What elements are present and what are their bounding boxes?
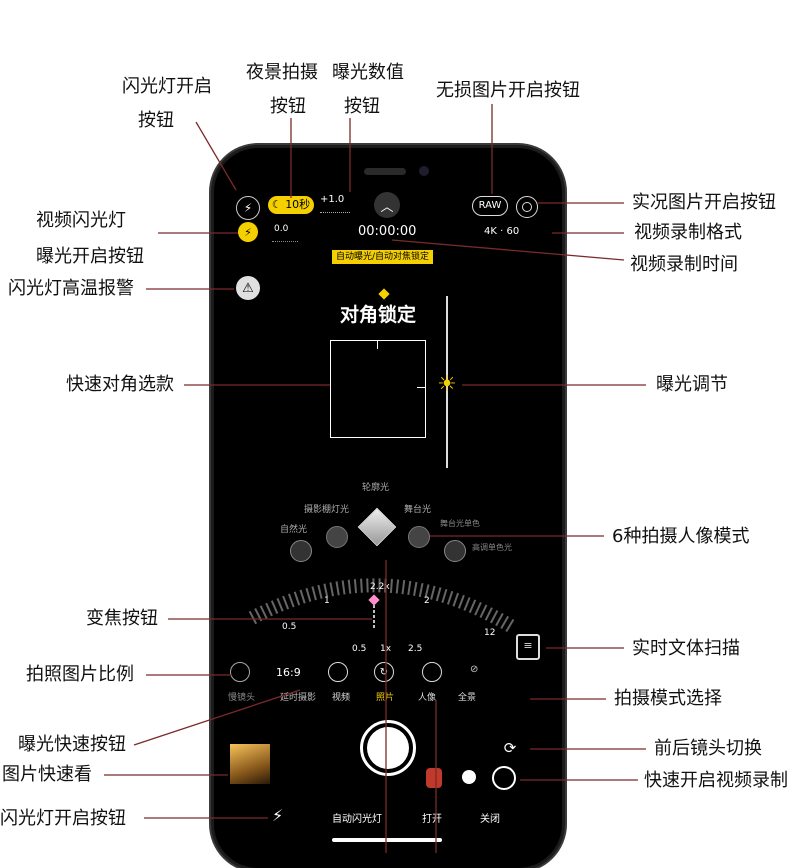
label-exposure-value-2: 按钮 xyxy=(344,96,380,117)
mode-timelapse[interactable]: 延时摄影 xyxy=(280,693,317,703)
label-quick-view: 图片快速看 xyxy=(2,764,92,785)
label-live-photo: 实况图片开启按钮 xyxy=(632,192,776,213)
label-video-format: 视频录制格式 xyxy=(634,222,742,243)
label-mode-select: 拍摄模式选择 xyxy=(614,688,722,709)
label-lens-switch: 前后镜头切换 xyxy=(654,738,762,759)
bottom-flash-icon[interactable]: ⚡ xyxy=(272,806,284,825)
label-night: 夜景拍摄 xyxy=(246,62,318,83)
live-photo-inner xyxy=(522,202,532,212)
label-video-time: 视频录制时间 xyxy=(630,254,738,275)
portrait-mode-icon[interactable] xyxy=(422,662,442,682)
exposure-scale xyxy=(320,208,350,213)
speaker-grille xyxy=(364,168,406,175)
label-flash-heat: 闪光灯高温报警 xyxy=(8,278,134,299)
label-zoom: 变焦按钮 xyxy=(86,608,158,629)
portrait-right-label: 舞台光 xyxy=(404,505,432,515)
aspect-ratio-value[interactable]: 16:9 xyxy=(276,666,301,679)
raw-button[interactable]: RAW xyxy=(472,196,508,216)
front-camera xyxy=(419,166,429,176)
label-night-2: 按钮 xyxy=(270,96,306,117)
portrait-far-right2-label: 高调单色光 xyxy=(472,543,512,552)
photo-thumbnail[interactable] xyxy=(230,744,270,784)
portrait-left-label: 摄影棚灯光 xyxy=(304,505,350,515)
zoom-tick-3: 12 xyxy=(484,628,496,638)
label-flash-open-2: 按钮 xyxy=(138,110,174,131)
night-mode-button[interactable]: ☾ 10秒 xyxy=(268,196,314,214)
chevron-up-icon[interactable]: ︿ xyxy=(374,192,400,218)
quick-video-red-icon[interactable] xyxy=(426,768,442,788)
shutter-inner xyxy=(367,727,409,769)
recording-time: 00:00:00 xyxy=(358,224,417,239)
home-indicator xyxy=(332,838,442,842)
zoom-tick-1: 1 xyxy=(324,596,330,606)
label-quick-exposure: 曝光快速按钮 xyxy=(18,734,126,755)
video-flash-icon[interactable]: ⚡ xyxy=(238,222,258,242)
portrait-far-left-label: 自然光 xyxy=(280,525,308,535)
lens-switch-icon[interactable]: ⟳ xyxy=(503,739,517,757)
exposure-value[interactable]: +1.0 xyxy=(320,194,345,205)
bottom-flash-off[interactable]: 关闭 xyxy=(480,814,500,825)
label-video-flash-2: 曝光开启按钮 xyxy=(36,246,144,267)
portrait-far-right-label: 舞台光单色 xyxy=(440,519,480,528)
zoom-arc xyxy=(248,578,518,634)
portrait-natural-icon[interactable] xyxy=(290,540,312,562)
moon-icon: ☾ xyxy=(271,198,282,211)
video-format[interactable]: 4K · 60 xyxy=(484,226,520,237)
warning-icon[interactable]: ⚠ xyxy=(236,276,260,300)
zoom-tick-2: 2 xyxy=(424,596,430,606)
mode-portrait[interactable]: 人像 xyxy=(418,693,437,703)
label-exposure-value: 曝光数值 xyxy=(332,62,404,83)
mode-panorama[interactable]: 全景 xyxy=(458,693,477,703)
focus-tick-right xyxy=(417,387,425,388)
focus-tick-top xyxy=(377,341,378,349)
label-quick-video: 快速开启视频录制 xyxy=(644,770,788,791)
panorama-icon[interactable]: ⊘ xyxy=(470,664,479,675)
label-flash-open: 闪光灯开启 xyxy=(122,76,212,97)
aspect-ratio-icon[interactable] xyxy=(230,662,250,682)
mode-slowmo[interactable]: 慢镜头 xyxy=(228,693,256,703)
video-mode-icon[interactable] xyxy=(328,662,348,682)
video-exposure-scale xyxy=(272,238,298,242)
ae-af-lock-tag: 自动曝光/自动对焦锁定 xyxy=(332,250,434,264)
label-portrait-modes: 6种拍摄人像模式 xyxy=(612,526,750,547)
focus-box[interactable] xyxy=(330,340,426,438)
label-flash-on-button: 闪光灯开启按钮 xyxy=(0,808,126,829)
portrait-stage-icon[interactable] xyxy=(408,526,430,548)
sun-icon[interactable]: ☀ xyxy=(437,372,457,397)
zoom-tick-0: 0.5 xyxy=(282,622,297,632)
live-photo-icon[interactable] xyxy=(516,196,538,218)
shutter-button[interactable] xyxy=(360,720,416,776)
flash-off-icon[interactable]: ⚡ xyxy=(236,196,260,220)
label-text-scan: 实时文体扫描 xyxy=(632,638,740,659)
text-scan-icon[interactable]: ≡ xyxy=(516,634,540,660)
night-mode-value: 10秒 xyxy=(285,198,311,211)
exposure-slider-track[interactable] xyxy=(446,296,448,468)
bottom-flash-auto[interactable]: 自动闪光灯 xyxy=(332,814,382,825)
mode-photo[interactable]: 照片 xyxy=(376,693,395,703)
zoom-dial[interactable] xyxy=(214,148,562,868)
label-video-flash: 视频闪光灯 xyxy=(36,210,126,231)
portrait-top-label: 轮廓光 xyxy=(362,483,390,493)
portrait-mono-icon[interactable] xyxy=(444,540,466,562)
phone-screen: ⚡ ☾ 10秒 +1.0 ︿ RAW ⚡ 0.0 00:00:00 4K · 6… xyxy=(214,148,562,868)
quick-video-ring[interactable] xyxy=(492,766,516,790)
timer-icon[interactable]: ↻ xyxy=(374,662,394,682)
zoom-current-value: 2.2x xyxy=(370,582,390,592)
zoom-preset-2[interactable]: 2.5 xyxy=(408,644,423,654)
label-exposure-adjust: 曝光调节 xyxy=(656,374,728,395)
label-quick-diagonal: 快速对角选款 xyxy=(66,374,174,395)
portrait-studio-icon[interactable] xyxy=(326,526,348,548)
bottom-flash-on[interactable]: 打开 xyxy=(422,814,442,825)
label-raw: 无损图片开启按钮 xyxy=(436,80,580,101)
video-exposure-value[interactable]: 0.0 xyxy=(274,224,289,234)
zoom-preset-0[interactable]: 0.5 xyxy=(352,644,367,654)
quick-video-dot[interactable] xyxy=(462,770,476,784)
label-aspect-ratio: 拍照图片比例 xyxy=(26,664,134,685)
lock-title: 对角锁定 xyxy=(340,304,417,326)
mode-video[interactable]: 视频 xyxy=(332,693,351,703)
